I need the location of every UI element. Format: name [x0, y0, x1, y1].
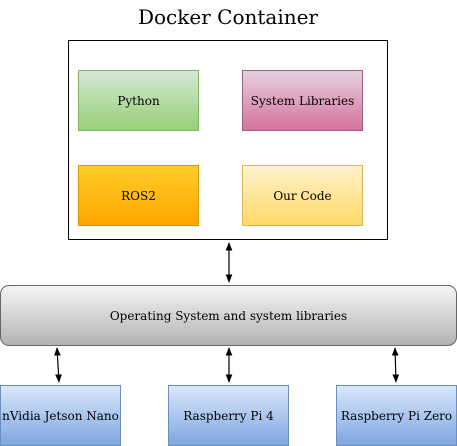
- system-libraries-node: System Libraries: [242, 70, 363, 131]
- raspberry-pi-4-label: Raspberry Pi 4: [183, 408, 274, 423]
- operating-system-label: Operating System and system libraries: [109, 308, 348, 323]
- diagram-title: Docker Container: [137, 5, 318, 29]
- os-rpizero-arrow: [391, 347, 400, 383]
- raspberry-pi-zero-label: Raspberry Pi Zero: [340, 408, 453, 423]
- ros2-label: ROS2: [121, 188, 156, 203]
- raspberry-pi-zero-node: Raspberry Pi Zero: [336, 385, 457, 446]
- python-label: Python: [117, 93, 160, 108]
- jetson-nano-node: nVidia Jetson Nano: [0, 385, 121, 446]
- ros2-node: ROS2: [78, 165, 199, 226]
- our-code-label: Our Code: [273, 188, 332, 203]
- raspberry-pi-4-node: Raspberry Pi 4: [168, 385, 289, 446]
- python-node: Python: [78, 70, 199, 131]
- our-code-node: Our Code: [242, 165, 363, 226]
- os-jetson-arrow: [54, 347, 62, 383]
- jetson-nano-label: nVidia Jetson Nano: [2, 408, 119, 423]
- operating-system-node: Operating System and system libraries: [0, 285, 457, 346]
- system-libraries-label: System Libraries: [250, 93, 355, 108]
